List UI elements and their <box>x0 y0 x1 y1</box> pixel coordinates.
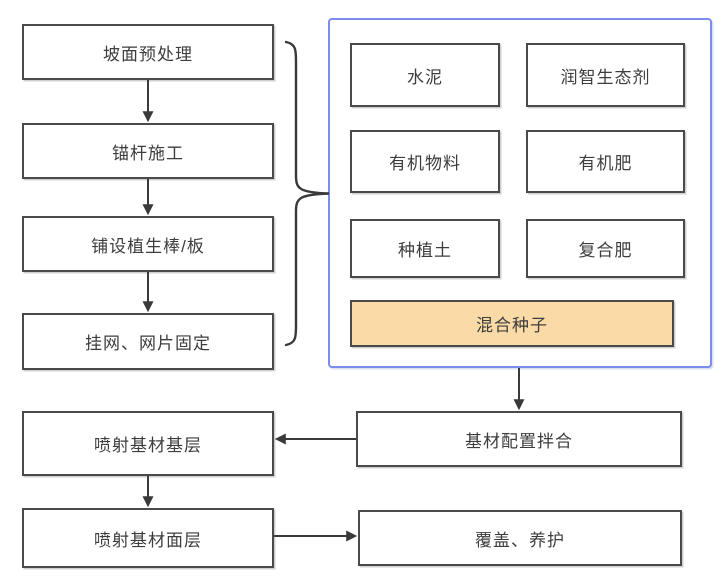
box-organic-fertilizer: 有机肥 <box>526 130 685 193</box>
box-anchor-construction-label: 锚杆施工 <box>112 143 184 163</box>
box-slope-pretreatment: 坡面预处理 <box>22 24 274 80</box>
box-organic-material-label: 有机物料 <box>389 154 461 173</box>
box-planting-soil: 种植土 <box>350 219 500 278</box>
box-ecological-agent: 润智生态剂 <box>526 43 685 107</box>
box-compound-fertilizer: 复合肥 <box>526 219 685 278</box>
box-ecological-agent-label: 润智生态剂 <box>560 67 651 87</box>
box-spray-base-layer-label: 喷射基材基层 <box>94 436 202 455</box>
box-spray-surface-layer: 喷射基材面层 <box>22 508 274 568</box>
box-slope-pretreatment-label: 坡面预处理 <box>103 44 193 64</box>
box-spray-base-layer: 喷射基材基层 <box>22 411 274 476</box>
box-anchor-construction: 锚杆施工 <box>22 123 274 179</box>
box-vegetation-rod-laying: 铺设植生棒/板 <box>22 216 274 272</box>
box-mixed-seeds-highlighted: 混合种子 <box>350 300 674 347</box>
box-organic-fertilizer-label: 有机肥 <box>578 154 633 173</box>
box-compound-fertilizer-label: 复合肥 <box>578 241 633 260</box>
box-cement-label: 水泥 <box>407 67 443 87</box>
box-mesh-fixing-label: 挂网、网片固定 <box>85 334 211 353</box>
box-cover-maintenance-label: 覆盖、养护 <box>475 530 565 550</box>
box-cover-maintenance: 覆盖、养护 <box>358 510 682 566</box>
box-cement: 水泥 <box>350 43 500 107</box>
box-mixed-seeds-label: 混合种子 <box>476 316 548 335</box>
box-vegetation-rod-laying-label: 铺设植生棒/板 <box>91 236 205 256</box>
box-substrate-mixing-label: 基材配置拌合 <box>465 431 573 451</box>
box-planting-soil-label: 种植土 <box>398 241 452 260</box>
box-organic-material: 有机物料 <box>350 130 500 193</box>
box-mesh-fixing: 挂网、网片固定 <box>22 313 274 370</box>
grouping-brace <box>284 40 330 347</box>
box-spray-surface-layer-label: 喷射基材面层 <box>94 530 202 550</box>
box-substrate-mixing: 基材配置拌合 <box>356 411 682 467</box>
